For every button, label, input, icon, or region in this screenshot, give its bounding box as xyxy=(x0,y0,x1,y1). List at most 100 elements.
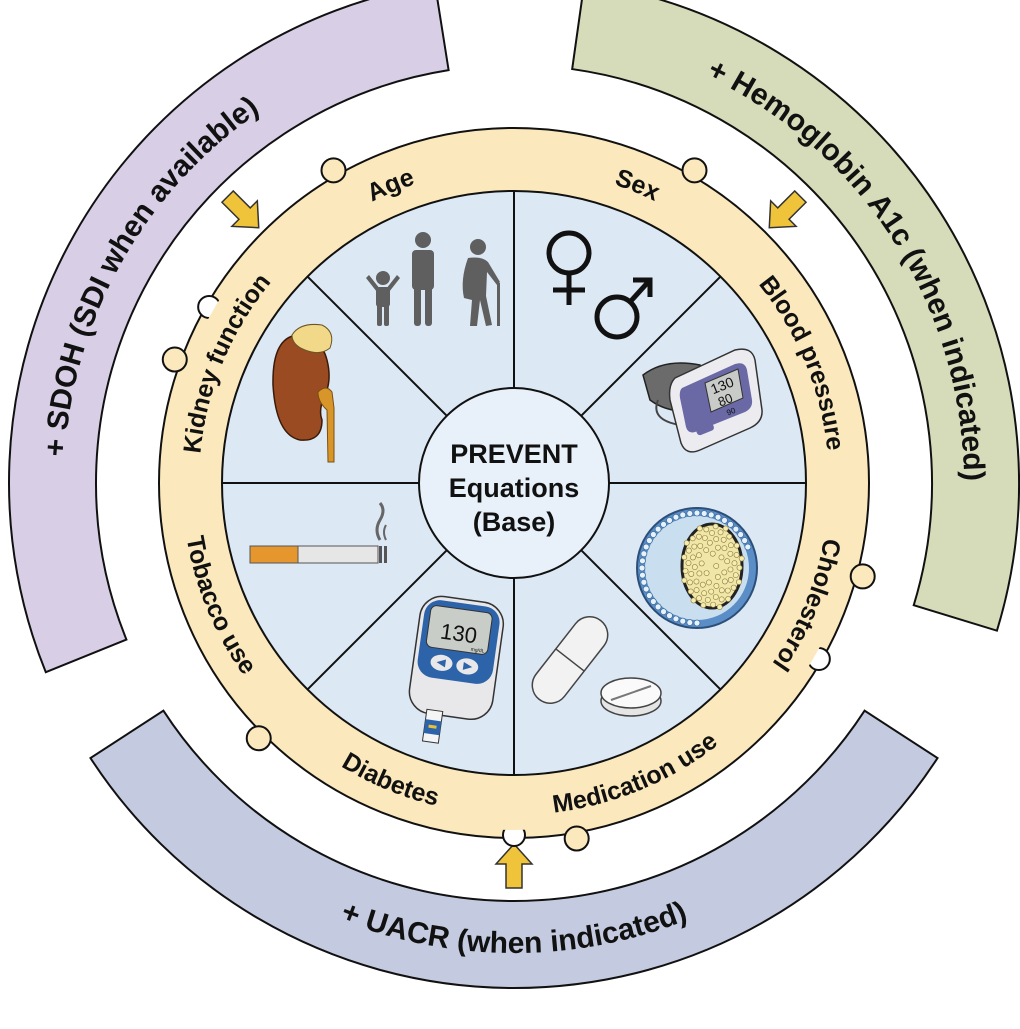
lipid-dot xyxy=(682,568,689,574)
inward-arrow-icon xyxy=(220,189,260,229)
membrane-dot xyxy=(693,619,701,627)
lipid-dot xyxy=(717,529,724,536)
lipid-dot xyxy=(706,579,712,586)
lipid-dot xyxy=(712,523,719,530)
lipid-dot xyxy=(689,535,696,542)
membrane-dot xyxy=(640,578,648,586)
membrane-dot xyxy=(638,564,646,572)
lipid-dot xyxy=(722,525,729,532)
sector-divider xyxy=(580,275,722,417)
membrane-dot xyxy=(639,571,646,579)
lipid-dot xyxy=(718,554,725,561)
lipid-dot xyxy=(720,536,727,543)
lipid-dot xyxy=(730,584,737,591)
membrane-dot xyxy=(654,525,662,533)
hba1c-arc-band xyxy=(571,0,1020,632)
lipid-dot xyxy=(713,583,720,589)
sector-divider xyxy=(306,275,448,417)
inward-arrow-icon xyxy=(768,189,808,229)
glucose-meter-icon: 130 mg/dL xyxy=(408,595,505,744)
lipid-dot xyxy=(700,602,707,609)
membrane-dot xyxy=(700,510,708,517)
membrane-dot xyxy=(666,516,673,524)
lipid-dot xyxy=(681,577,688,584)
lipid-dot xyxy=(727,566,734,573)
lipid-dot xyxy=(718,596,725,603)
membrane-dot xyxy=(727,520,734,528)
lipid-dot xyxy=(701,590,708,597)
membrane-dot xyxy=(660,608,667,616)
lipid-dot xyxy=(721,569,728,576)
lipid-dot xyxy=(733,542,740,549)
lipid-dot xyxy=(691,543,698,550)
puzzle-nub xyxy=(320,157,347,184)
membrane-dot xyxy=(679,511,687,519)
lipid-dot xyxy=(721,578,728,585)
lipid-dot xyxy=(726,533,733,540)
membrane-dot xyxy=(741,537,749,544)
lipid-dot xyxy=(687,588,694,595)
lipid-dot xyxy=(732,572,739,579)
lipid-dot xyxy=(718,587,725,594)
lipid-dot xyxy=(704,597,711,603)
lipid-dot xyxy=(706,539,713,546)
lipoprotein-particle-icon xyxy=(636,507,758,629)
blood-pressure-monitor-icon: 130 80 90 xyxy=(642,348,763,453)
lipid-dot xyxy=(687,579,693,586)
inward-arrow-icon xyxy=(494,842,534,889)
lipid-dot xyxy=(703,526,710,533)
lipid-dot xyxy=(724,558,731,565)
membrane-dot xyxy=(679,617,687,625)
center-title-line-2: Equations xyxy=(449,473,580,503)
lipid-dot xyxy=(693,578,700,585)
lipid-dot xyxy=(721,545,728,552)
lipid-dot xyxy=(709,530,715,536)
lipid-dot xyxy=(713,563,720,569)
lipid-dot xyxy=(693,587,700,593)
puzzle-nub xyxy=(681,157,708,184)
membrane-dot xyxy=(654,603,662,611)
lipid-dot xyxy=(696,570,703,577)
membrane-dot xyxy=(649,598,657,605)
lipid-dot xyxy=(683,540,690,546)
arrows xyxy=(220,189,808,889)
lipid-dot xyxy=(708,588,715,595)
lipid-dot xyxy=(703,570,710,576)
membrane-dot xyxy=(640,550,648,558)
sex-symbols-icon xyxy=(546,230,653,340)
membrane-dot xyxy=(645,592,653,599)
membrane-dot xyxy=(645,537,653,544)
lipid-dot xyxy=(701,535,708,541)
lipid-dot xyxy=(733,552,740,558)
sector-dividers xyxy=(222,191,806,775)
center-title-line-3: (Base) xyxy=(473,507,556,537)
glucose-reading: 130 xyxy=(439,619,479,649)
bp-diastolic: 80 xyxy=(716,390,735,409)
lipid-dot xyxy=(709,550,716,557)
membrane-dot xyxy=(737,531,745,538)
lipid-dot xyxy=(698,560,705,567)
lipid-dot xyxy=(696,595,702,602)
membrane-dot xyxy=(686,510,694,517)
lipoprotein-dots xyxy=(638,509,752,627)
membrane-dot xyxy=(707,511,715,519)
membrane-dot xyxy=(666,612,673,620)
lipid-dot xyxy=(715,544,721,551)
lipid-dot xyxy=(736,579,742,585)
membrane-dot xyxy=(744,543,752,551)
kidney-icon xyxy=(272,324,335,463)
puzzle-nub xyxy=(161,346,188,373)
lipid-dot xyxy=(727,577,734,583)
membrane-dot xyxy=(639,557,646,565)
puzzle-nub xyxy=(245,725,272,752)
lipid-dot xyxy=(696,533,702,540)
lipid-dot xyxy=(731,560,738,567)
sdoh-arc-band xyxy=(8,0,450,674)
lipid-dot xyxy=(712,594,719,600)
lipid-dot xyxy=(696,525,703,532)
uacr-arc-band xyxy=(89,709,939,990)
sector-divider xyxy=(306,549,448,691)
membrane-dot xyxy=(693,509,701,517)
puzzle-nub xyxy=(849,563,876,590)
